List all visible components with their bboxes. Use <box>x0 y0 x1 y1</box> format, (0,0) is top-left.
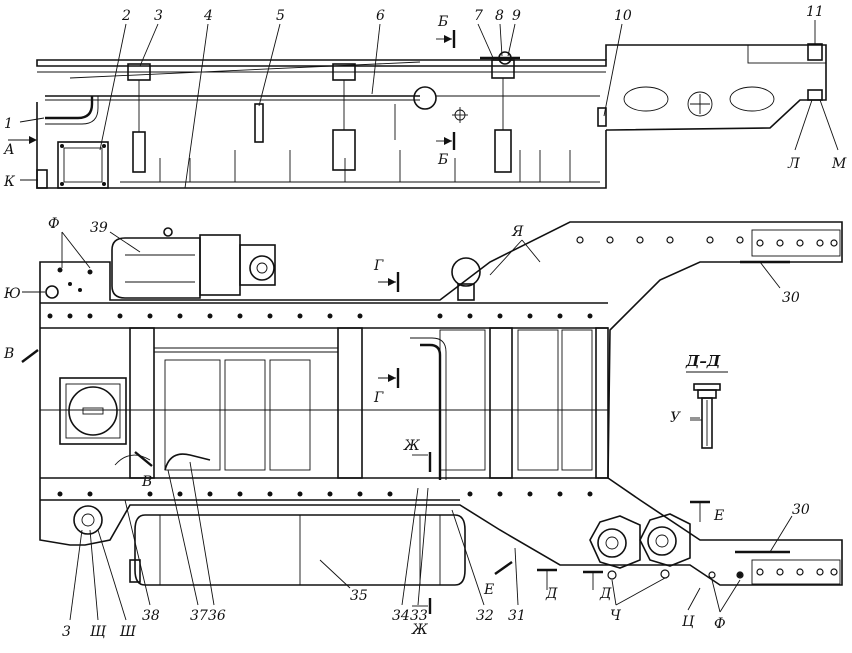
label-4: 4 <box>203 8 213 24</box>
label-11: 11 <box>806 4 824 20</box>
label-Shch: Щ <box>90 624 107 640</box>
label-3: 3 <box>154 8 163 24</box>
label-8: 8 <box>495 8 504 24</box>
plan-view <box>21 221 843 621</box>
label-32: 32 <box>476 608 494 624</box>
cantilever-bolts <box>576 229 841 585</box>
side-view-labels: 1 А К 2 3 4 5 6 Б 7 8 9 10 11 Б Л М <box>3 4 847 190</box>
label-F-top: Ф <box>48 216 60 232</box>
label-V-left: В <box>3 346 14 362</box>
label-39: 39 <box>90 220 108 236</box>
plan-view-labels: Ф 39 Ю В Я Г Г 30 Д–Д У Ж В Е 30 Д Д Е 3… <box>3 216 810 640</box>
label-33: 33 <box>410 608 428 624</box>
label-B-top: Б <box>437 14 448 30</box>
label-G-top: Г <box>373 258 384 274</box>
label-F-bottom: Ф <box>714 616 726 632</box>
label-10: 10 <box>614 8 632 24</box>
label-Ch: Ч <box>610 608 622 624</box>
bottom-rail-bolts <box>57 491 593 497</box>
label-Ya: Я <box>511 224 524 240</box>
label-V-right: В <box>141 474 152 490</box>
label-6: 6 <box>376 8 385 24</box>
label-3-bottom: 3 <box>62 624 71 640</box>
label-9: 9 <box>512 8 521 24</box>
label-Zh-top: Ж <box>403 438 421 454</box>
label-30-bottom: 30 <box>792 502 810 518</box>
label-34: 34 <box>392 608 410 624</box>
label-38: 38 <box>142 608 160 624</box>
label-D-D: Д–Д <box>685 352 721 370</box>
label-31: 31 <box>508 608 526 624</box>
label-A: А <box>3 142 15 158</box>
label-Zh-bottom: Ж <box>411 622 429 638</box>
top-rail-bolts <box>47 313 593 319</box>
label-L: Л <box>787 156 800 172</box>
label-30-top: 30 <box>782 290 800 306</box>
cell-compartments <box>40 329 608 471</box>
label-K: К <box>3 174 16 190</box>
detail-bolt-U <box>686 371 728 449</box>
label-U: У <box>670 410 681 426</box>
side-elevation-view <box>8 20 839 189</box>
label-7: 7 <box>474 8 483 24</box>
label-D-left: Д <box>545 586 558 602</box>
label-2: 2 <box>121 8 131 24</box>
label-37: 37 <box>190 608 208 624</box>
label-D-right: Д <box>599 586 612 602</box>
label-35: 35 <box>350 588 368 604</box>
axle-hubs <box>589 513 691 569</box>
label-G-bottom: Г <box>373 390 384 406</box>
label-B-bottom: Б <box>437 152 448 168</box>
label-E-right: Е <box>713 508 724 524</box>
bottom-notches <box>159 150 571 182</box>
label-Yu: Ю <box>3 286 21 302</box>
label-M: М <box>831 156 847 172</box>
label-5: 5 <box>276 8 285 24</box>
label-1: 1 <box>4 116 13 132</box>
label-E-left: Е <box>483 582 494 598</box>
air-reservoir-35 <box>129 514 466 586</box>
label-Ts: Ц <box>682 614 695 630</box>
air-reservoir-39 <box>111 227 276 299</box>
label-Sh: Ш <box>119 624 137 640</box>
label-36: 36 <box>208 608 226 624</box>
